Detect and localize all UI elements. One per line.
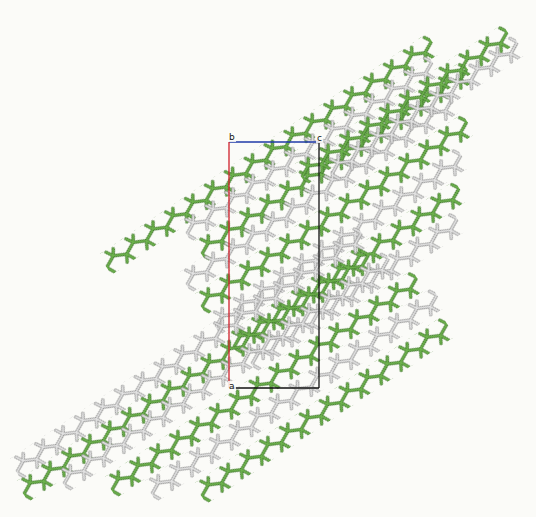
molecule-chain <box>323 35 525 182</box>
molecule-chain <box>143 287 445 501</box>
unit-cell <box>229 142 319 388</box>
axis-label: a <box>228 381 236 391</box>
molecule-chain <box>193 316 455 504</box>
axis-label: c <box>316 133 323 143</box>
axis-label: b <box>228 132 236 142</box>
